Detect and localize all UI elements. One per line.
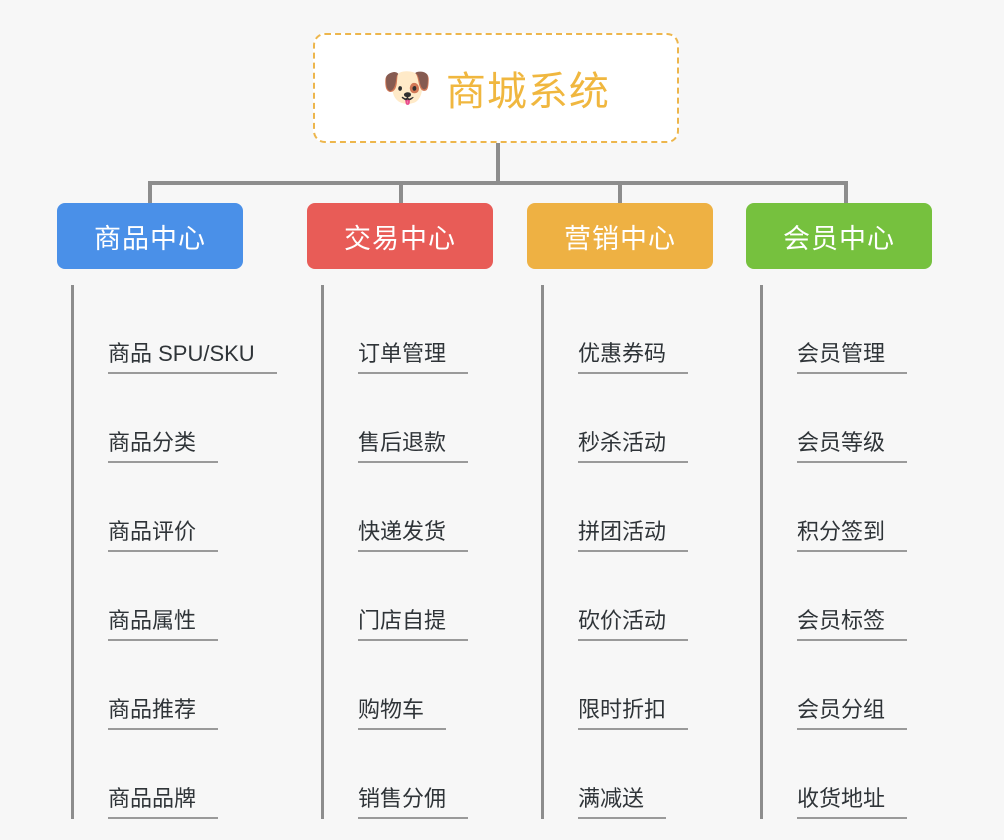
connector-drop-2 [399,181,403,205]
list-item-label: 秒杀活动 [578,430,689,463]
category-label: 商品中心 [94,223,206,254]
list-item-label: 砍价活动 [578,608,689,641]
connector-drop-4 [844,181,848,205]
list-item-label: 会员分组 [797,697,908,730]
list-item-label: 售后退款 [358,430,469,463]
list-item-label: 商品推荐 [108,697,219,730]
list-item-label: 优惠券码 [578,341,689,374]
list-item-label: 商品 SPU/SKU [108,341,277,374]
list-item[interactable]: 商品 SPU/SKU [74,285,277,374]
list-item[interactable]: 销售分佣 [324,730,507,819]
category-item-list-3: 优惠券码 秒杀活动 拼团活动 砍价活动 限时折扣 满减送 [541,285,727,819]
list-item-label: 满减送 [578,786,667,819]
list-item[interactable]: 满减送 [544,730,727,819]
list-item-label: 拼团活动 [578,519,689,552]
list-item[interactable]: 门店自提 [324,552,507,641]
list-item-label: 快递发货 [358,519,469,552]
list-item-label: 会员等级 [797,430,908,463]
list-item-label: 购物车 [358,697,447,730]
list-item-label: 门店自提 [358,608,469,641]
list-item[interactable]: 商品评价 [74,463,257,552]
list-item-label: 收货地址 [797,786,908,819]
list-item-label: 销售分佣 [358,786,469,819]
list-item[interactable]: 会员标签 [763,552,946,641]
list-item[interactable]: 商品推荐 [74,641,257,730]
shiba-dog-face-icon: 🐶 [382,66,432,110]
category-header-2[interactable]: 交易中心 [307,203,493,269]
list-item[interactable]: 秒杀活动 [544,374,727,463]
list-item[interactable]: 会员等级 [763,374,946,463]
list-item[interactable]: 快递发货 [324,463,507,552]
list-item-label: 商品分类 [108,430,219,463]
list-item-label: 商品评价 [108,519,219,552]
list-item[interactable]: 商品分类 [74,374,257,463]
list-item[interactable]: 订单管理 [324,285,507,374]
list-item[interactable]: 商品品牌 [74,730,257,819]
list-item-label: 订单管理 [358,341,469,374]
list-item-label: 会员标签 [797,608,908,641]
category-column-2: 交易中心 订单管理 售后退款 快递发货 门店自提 购物车 销售分佣 [307,203,507,819]
category-header-4[interactable]: 会员中心 [746,203,932,269]
list-item[interactable]: 限时折扣 [544,641,727,730]
list-item-label: 限时折扣 [578,697,689,730]
category-column-4: 会员中心 会员管理 会员等级 积分签到 会员标签 会员分组 收货地址 [746,203,946,819]
category-column-1: 商品中心 商品 SPU/SKU 商品分类 商品评价 商品属性 商品推荐 商品品牌 [57,203,277,819]
connector-drop-3 [618,181,622,205]
root-node[interactable]: 🐶 商城系统 [313,33,679,143]
list-item[interactable]: 收货地址 [763,730,946,819]
category-column-3: 营销中心 优惠券码 秒杀活动 拼团活动 砍价活动 限时折扣 满减送 [527,203,727,819]
category-label: 交易中心 [344,223,456,254]
list-item[interactable]: 砍价活动 [544,552,727,641]
category-header-3[interactable]: 营销中心 [527,203,713,269]
list-item[interactable]: 会员分组 [763,641,946,730]
category-item-list-4: 会员管理 会员等级 积分签到 会员标签 会员分组 收货地址 [760,285,946,819]
list-item[interactable]: 售后退款 [324,374,507,463]
list-item-label: 会员管理 [797,341,908,374]
connector-drop-1 [148,181,152,205]
list-item-label: 积分签到 [797,519,908,552]
list-item[interactable]: 购物车 [324,641,507,730]
connector-root-stem [496,143,500,185]
category-item-list-2: 订单管理 售后退款 快递发货 门店自提 购物车 销售分佣 [321,285,507,819]
category-item-list-1: 商品 SPU/SKU 商品分类 商品评价 商品属性 商品推荐 商品品牌 [71,285,277,819]
list-item[interactable]: 优惠券码 [544,285,727,374]
root-title: 商城系统 [445,70,610,114]
list-item[interactable]: 会员管理 [763,285,946,374]
list-item[interactable]: 积分签到 [763,463,946,552]
list-item-label: 商品品牌 [108,786,219,819]
category-label: 营销中心 [564,223,676,254]
category-label: 会员中心 [783,223,895,254]
list-item[interactable]: 拼团活动 [544,463,727,552]
category-header-1[interactable]: 商品中心 [57,203,243,269]
list-item[interactable]: 商品属性 [74,552,257,641]
connector-horizontal-bus [148,181,848,185]
list-item-label: 商品属性 [108,608,219,641]
